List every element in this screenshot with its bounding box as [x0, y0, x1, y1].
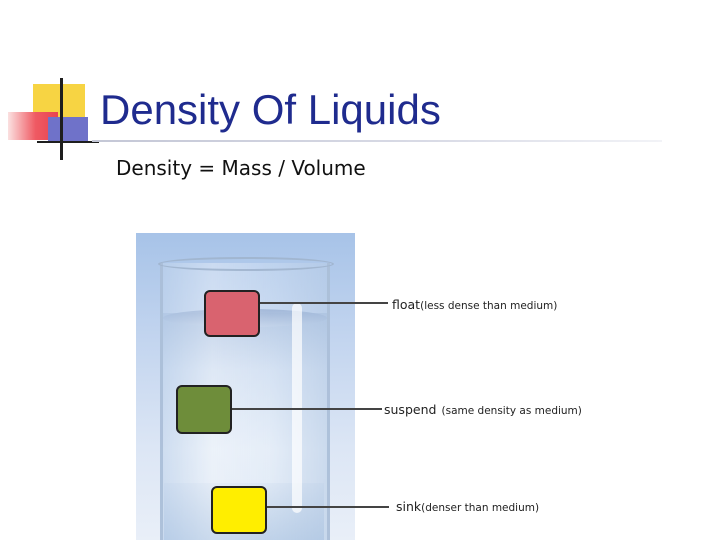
density-formula: Density = Mass / Volume: [116, 156, 366, 180]
decoration-blue-square: [48, 117, 88, 143]
title-underline: [92, 140, 662, 142]
suspend-label-word: suspend: [384, 402, 437, 417]
decoration-vertical-line: [60, 78, 63, 160]
float-label: float(less dense than medium): [392, 294, 557, 313]
sinking-block: [211, 486, 267, 534]
slide-title: Density Of Liquids: [100, 86, 441, 133]
float-pointer-line: [260, 302, 388, 304]
float-label-note: (less dense than medium): [420, 300, 558, 312]
glass-rim: [158, 257, 334, 271]
decoration-horizontal-line: [37, 141, 99, 143]
float-label-word: float: [392, 297, 421, 312]
sink-pointer-line: [267, 506, 389, 508]
suspended-block: [176, 385, 232, 434]
floating-block: [204, 290, 260, 337]
sink-label-word: sink: [396, 499, 422, 514]
sink-label: sink(denser than medium): [396, 496, 539, 515]
suspend-label: suspend (same density as medium): [384, 399, 582, 418]
sink-label-note: (denser than medium): [421, 502, 540, 514]
glass-photo: [136, 233, 355, 540]
suspend-label-note: (same density as medium): [441, 405, 582, 417]
suspend-pointer-line: [232, 408, 382, 410]
